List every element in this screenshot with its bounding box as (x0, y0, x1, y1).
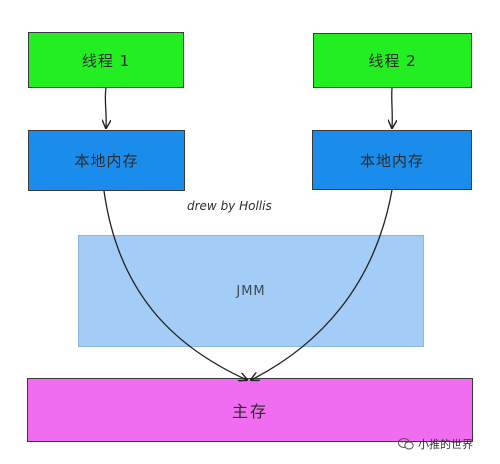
local-memory-2-box: 本地内存 (312, 130, 472, 190)
thread-2-box: 线程 2 (313, 33, 472, 88)
arrow-thread2-to-local2 (392, 87, 393, 128)
main-memory-box: 主存 (27, 378, 473, 442)
main-memory-label: 主存 (231, 402, 268, 421)
jmm-label: JMM (236, 283, 266, 299)
credit-text: drew by Hollis (187, 199, 272, 213)
arrow-thread1-to-local1 (105, 87, 106, 128)
thread-1-label: 线程 1 (81, 51, 131, 70)
chat-bubble-icon (398, 438, 414, 450)
jmm-box: JMM (78, 235, 424, 347)
local-memory-1-label: 本地内存 (74, 152, 139, 170)
thread-1-box: 线程 1 (28, 32, 184, 88)
watermark: 小推的世界 (398, 436, 473, 452)
watermark-text: 小推的世界 (418, 438, 473, 451)
local-memory-1-box: 本地内存 (28, 130, 185, 191)
thread-2-label: 线程 2 (368, 52, 417, 70)
local-memory-2-label: 本地内存 (359, 151, 424, 170)
